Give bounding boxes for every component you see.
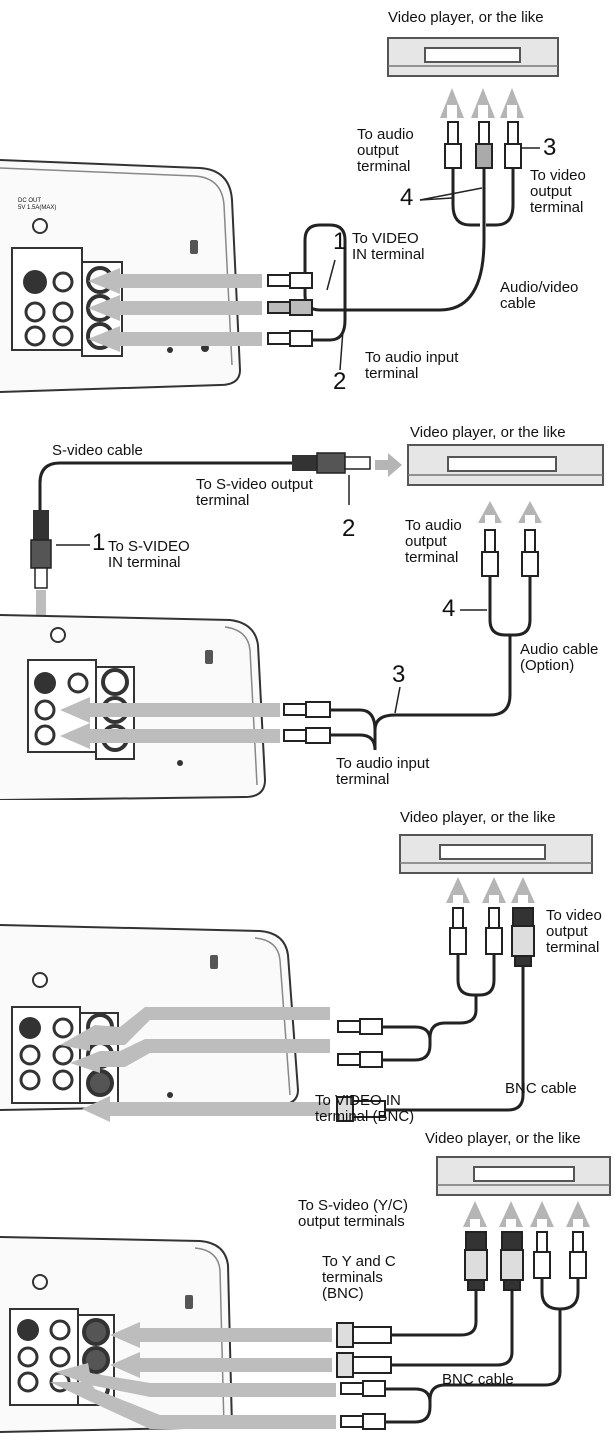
cables [385,1278,580,1424]
panel2-step-4: 4 [442,595,456,622]
panel2-step-1: 1 [92,529,106,556]
plugs-projector [336,1018,386,1122]
panel1-video-output-label: To video output terminal [530,167,586,216]
panel3-drawing [0,834,593,1122]
plugs-projector [336,1322,392,1430]
panel3-video-player-label: Video player, or the like [400,809,556,826]
arrows-to-projector [50,1322,336,1429]
panel-s-video: S-video cable Video player, or the like … [0,405,615,800]
panel2-s-video-in-label: To S-VIDEO IN terminal [108,538,190,571]
rca-plugs-top [444,121,522,169]
panel2-video-player-label: Video player, or the like [410,424,566,441]
panel-composite-video: Video player, or the like To audio outpu… [0,0,615,400]
panel2-audio-input-label: To audio input terminal [336,755,430,788]
panel1-step-3: 3 [543,134,557,161]
rca-plugs-projector [283,701,331,744]
audio-cable [330,576,532,751]
panel4-drawing [0,1156,611,1433]
panel1-audio-input-label: To audio input terminal [365,349,459,382]
panel3-bnc-cable-label: BNC cable [505,1080,577,1097]
panel1-drawing [0,37,559,393]
panel1-av-cable-label: Audio/video cable [500,279,579,312]
arrows-to-projector [88,268,262,352]
panel1-video-player-label: Video player, or the like [388,9,544,26]
video-player-device [407,444,604,486]
arrows-to-projector [60,697,280,749]
panel3-video-output-label: To video output terminal [546,907,602,956]
rca-plugs-projector [267,272,313,347]
panel4-y-c-label: To Y and C terminals (BNC) [322,1253,396,1302]
video-player-device [387,37,559,77]
panel4-video-player-label: Video player, or the like [425,1130,581,1147]
arrows-to-player [446,877,535,903]
panel2-step-2: 2 [342,515,356,542]
s-video-cable [38,461,292,510]
panel2-s-video-output-label: To S-video output terminal [196,476,313,509]
panel1-audio-output-label: To audio output terminal [357,126,414,175]
panel1-video-in-label: To VIDEO IN terminal [352,230,425,263]
cables [382,954,525,1112]
arrows-to-player [375,453,542,523]
plugs-top [464,1231,587,1291]
panel3-video-in-bnc-label: To VIDEO IN terminal (BNC) [315,1092,415,1125]
s-video-plugs [30,452,371,589]
plugs-top [449,907,535,967]
pointer-lines [56,475,487,611]
pointer-line-3 [394,686,401,714]
pointer-lines [326,147,540,371]
panel-bnc-video: Video player, or the like To video outpu… [0,805,615,1125]
panel2-s-video-cable-label: S-video cable [52,442,143,459]
arrows-to-player [440,88,524,118]
panel1-step-4: 4 [400,184,414,211]
panel1-step-1: 1 [333,228,347,255]
panel4-s-video-yc-label: To S-video (Y/C) output terminals [298,1197,409,1230]
rca-plugs-top [481,529,539,577]
panel2-drawing [0,444,604,800]
video-player-device [399,834,593,874]
panel2-step-3: 3 [392,661,406,688]
panel4-bnc-cable-label: BNC cable [442,1371,514,1388]
panel2-audio-cable-label: Audio cable (Option) [520,641,599,674]
arrows-to-player [463,1201,590,1227]
video-player-device [436,1156,611,1196]
arrows-to-projector [60,1007,330,1122]
panel-bnc-yc: Video player, or the like To S-video (Y/… [0,1127,615,1437]
panel2-audio-output-label: To audio output terminal [405,517,462,566]
panel1-dc-out-label: DC OUT 5V 1.5A(MAX) [18,198,57,211]
panel1-step-2: 2 [333,368,347,395]
